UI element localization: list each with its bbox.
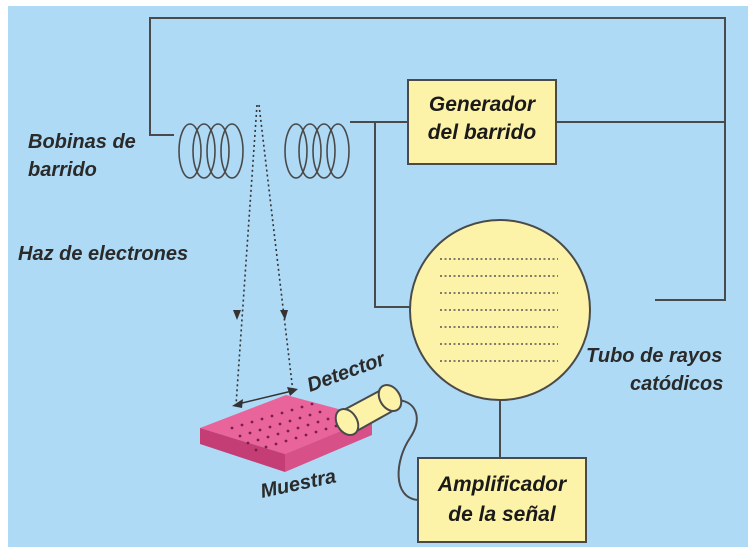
scan-width-arrow bbox=[232, 387, 298, 408]
crt-label-2: catódicos bbox=[630, 373, 723, 395]
generator-to-crt-wire bbox=[374, 122, 412, 308]
beam-label: Haz de electrones bbox=[18, 243, 188, 265]
amplifier-label-2: de la señal bbox=[448, 503, 557, 526]
right-scan-coil bbox=[284, 123, 350, 179]
scan-generator-label-2: del barrido bbox=[428, 121, 537, 144]
sample-scan-dots bbox=[230, 402, 338, 452]
detector-cable bbox=[397, 399, 419, 501]
sample-specimen bbox=[200, 387, 372, 472]
scan-generator-box bbox=[407, 79, 557, 165]
amplifier-box bbox=[417, 457, 587, 543]
left-scan-coil bbox=[178, 123, 244, 179]
diagram-background bbox=[8, 6, 748, 547]
wiring bbox=[149, 17, 726, 501]
scan-generator-label-1: Generador bbox=[429, 93, 537, 116]
coils-label-2: barrido bbox=[28, 159, 97, 181]
crt-label-1: Tubo de rayos bbox=[586, 345, 722, 367]
detector-icon bbox=[334, 383, 403, 437]
beam-arrowheads bbox=[233, 310, 288, 320]
amplifier-label-1: Amplificador bbox=[437, 473, 568, 496]
crt-raster-lines bbox=[440, 258, 558, 362]
coils-label-1: Bobinas de bbox=[28, 131, 136, 153]
top-loop-wire bbox=[149, 17, 726, 301]
electron-beam bbox=[235, 104, 294, 406]
